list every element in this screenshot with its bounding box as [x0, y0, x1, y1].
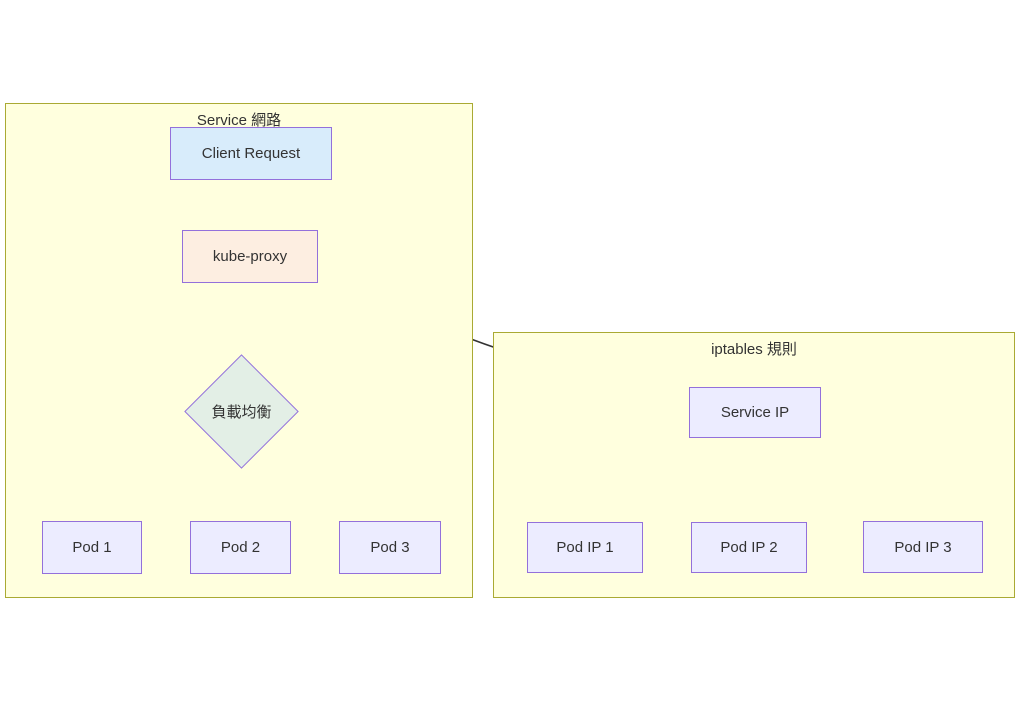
- cluster-service-network: Service 網路: [5, 103, 473, 598]
- node-pod-ip-2-label: Pod IP 2: [720, 539, 778, 556]
- node-service-ip: Service IP: [689, 387, 821, 438]
- node-load-balancer: 負載均衡: [184, 354, 299, 469]
- node-pod-3-label: Pod 3: [370, 539, 410, 556]
- node-pod-1-label: Pod 1: [72, 539, 112, 556]
- cluster-iptables-rules-title: iptables 規則: [711, 341, 797, 358]
- cluster-service-network-title: Service 網路: [196, 112, 282, 129]
- node-pod-2: Pod 2: [190, 521, 291, 574]
- node-pod-ip-2: Pod IP 2: [691, 522, 807, 573]
- node-pod-ip-1: Pod IP 1: [527, 522, 643, 573]
- node-pod-ip-1-label: Pod IP 1: [556, 539, 614, 556]
- node-client-request: Client Request: [170, 127, 332, 180]
- node-pod-1: Pod 1: [42, 521, 142, 574]
- node-pod-ip-3-label: Pod IP 3: [894, 538, 952, 556]
- node-pod-ip-3: Pod IP 3: [863, 521, 983, 573]
- node-pod-2-label: Pod 2: [220, 539, 261, 556]
- node-service-ip-label: Service IP: [720, 404, 790, 421]
- node-kube-proxy: kube-proxy: [182, 230, 318, 283]
- node-kube-proxy-label: kube-proxy: [212, 248, 288, 265]
- node-pod-3: Pod 3: [339, 521, 441, 574]
- node-client-request-label: Client Request: [201, 145, 301, 162]
- node-load-balancer-label: 負載均衡: [211, 404, 272, 421]
